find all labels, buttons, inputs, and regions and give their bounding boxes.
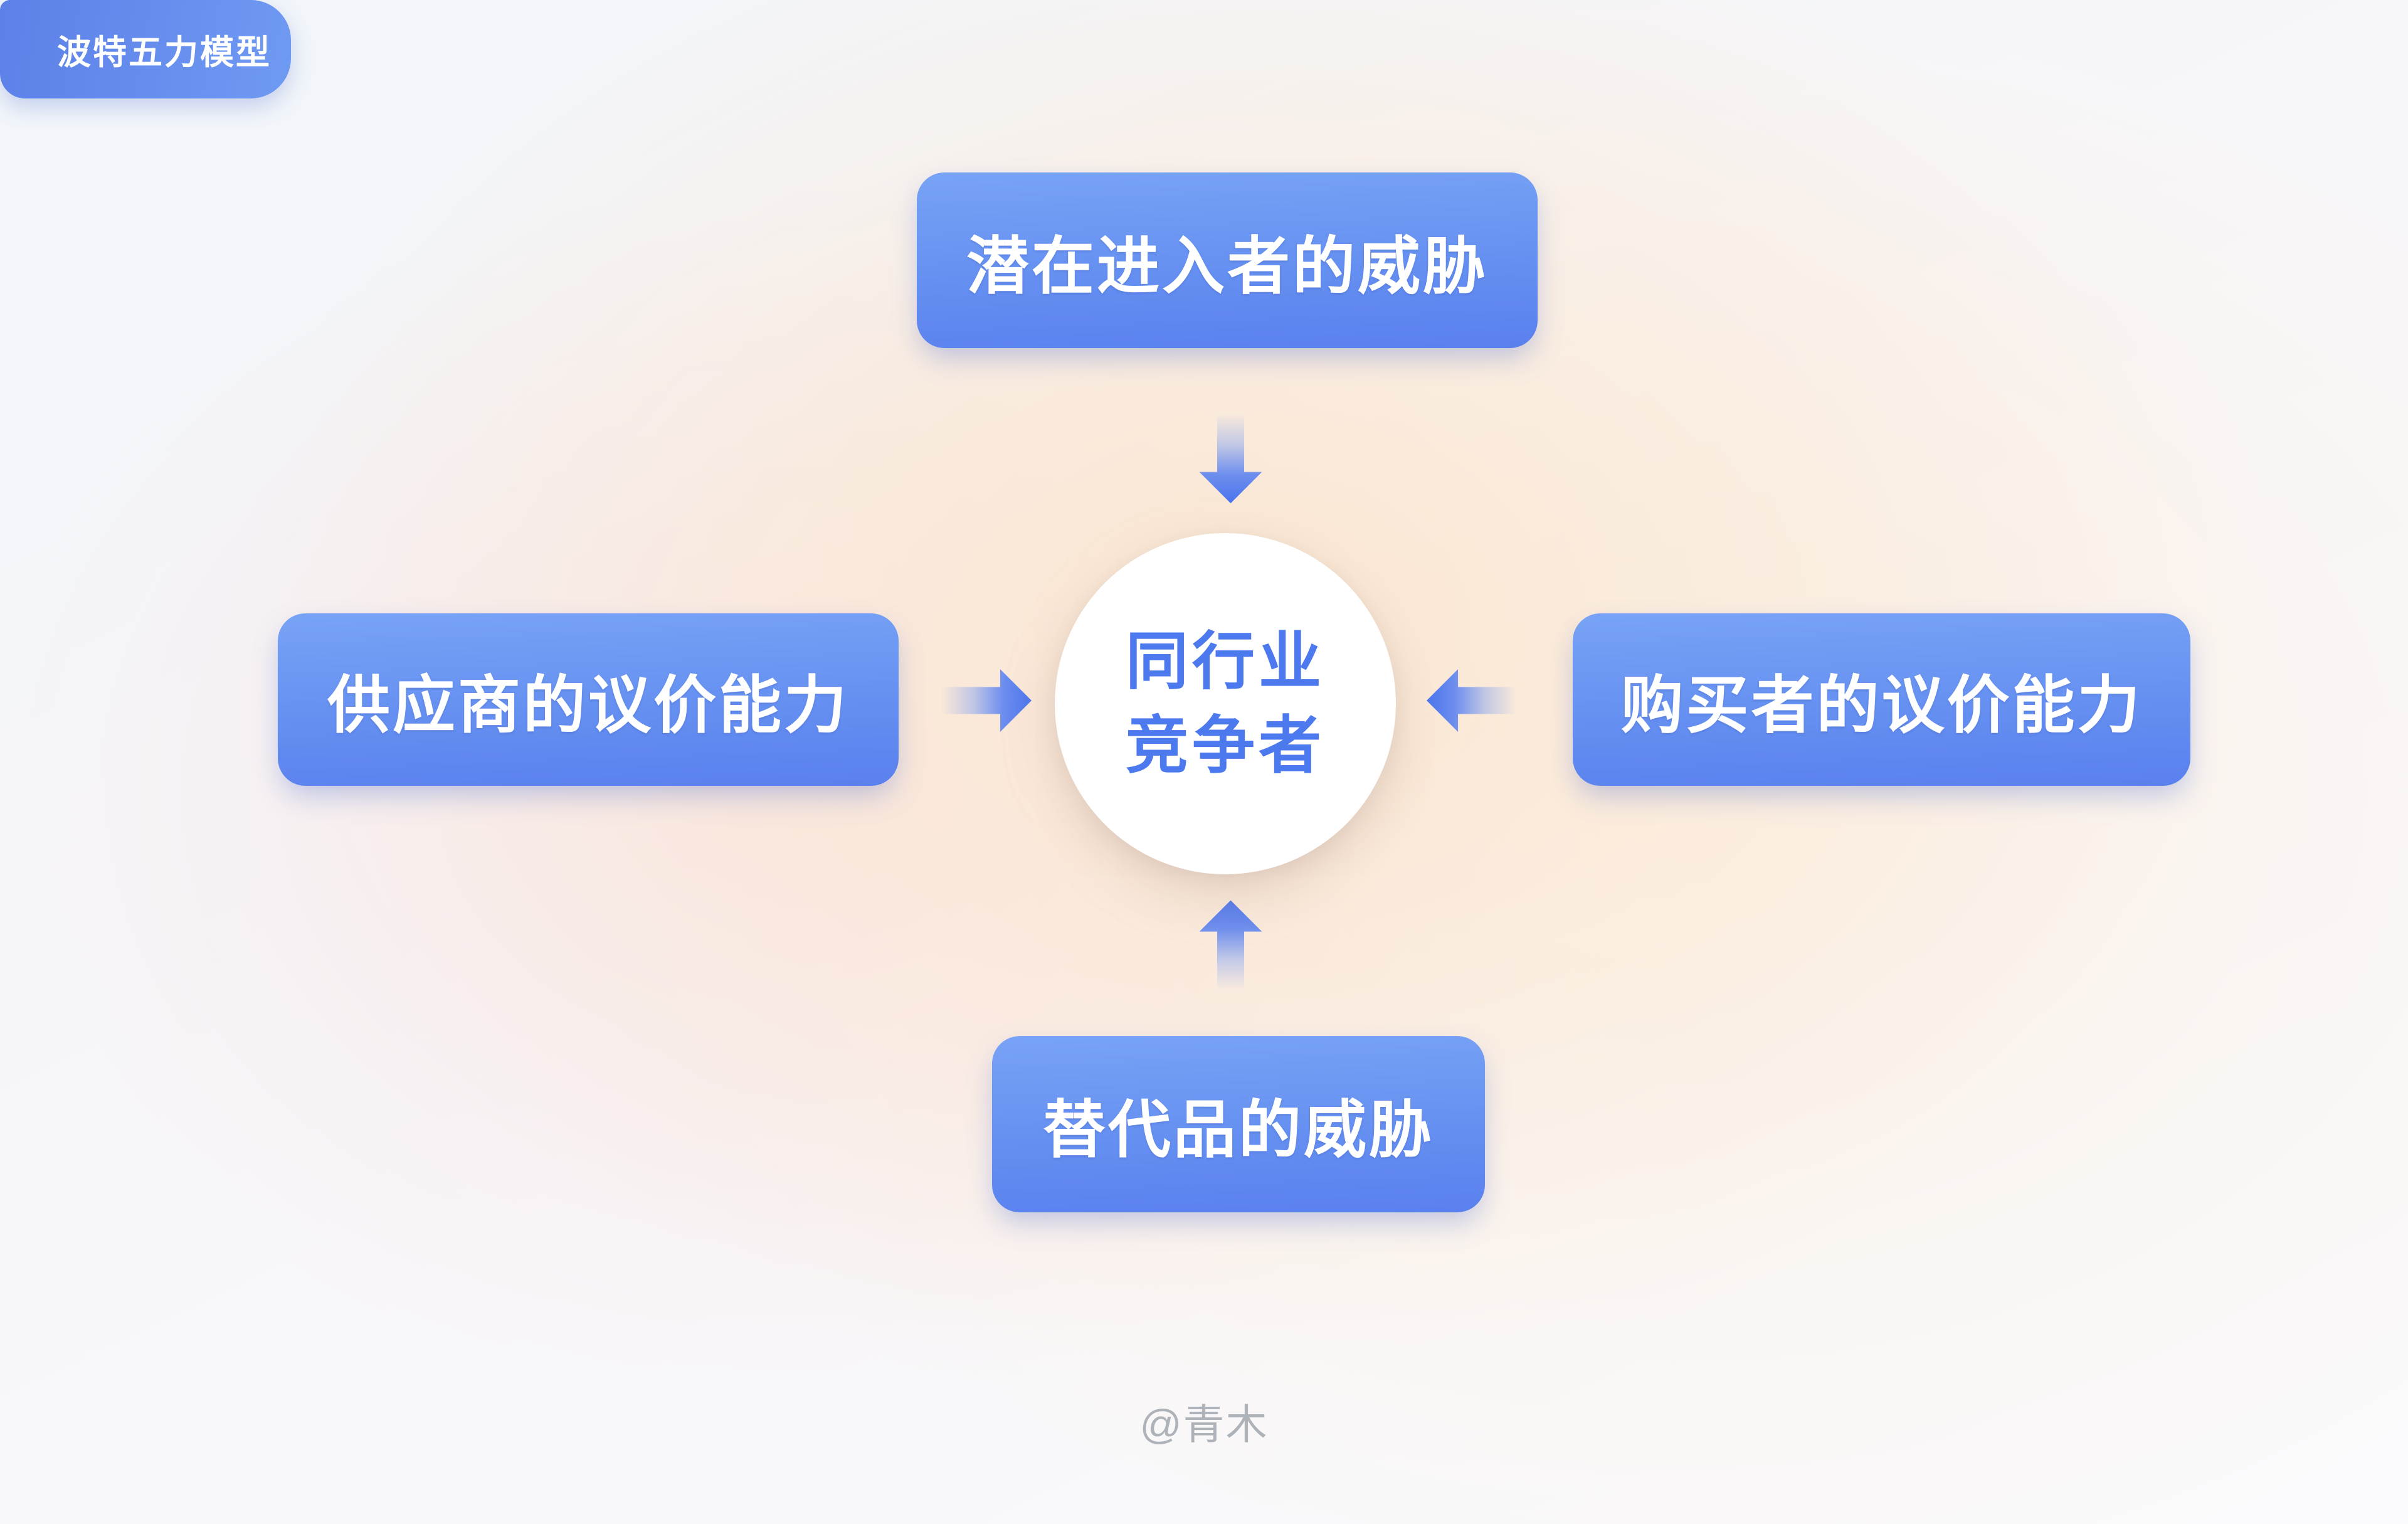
- force-label-potential-entrants: 潜在进入者的威胁: [966, 231, 1488, 302]
- force-label-supplier-power: 供应商的议价能力: [327, 670, 849, 741]
- center-circle-line2: 竞争者: [1126, 711, 1325, 781]
- force-box-supplier-power: 供应商的议价能力: [278, 613, 899, 786]
- center-circle-industry-rivals: 同行业 竞争者: [1055, 533, 1396, 874]
- force-box-potential-entrants: 潜在进入者的威胁: [917, 172, 1538, 348]
- center-circle-line1: 同行业: [1126, 627, 1325, 697]
- title-badge: 波特五力模型: [0, 0, 291, 98]
- arrow-down-icon: [1200, 414, 1262, 504]
- author-watermark: @青木: [1139, 1401, 1269, 1447]
- force-label-buyer-power: 购买者的议价能力: [1620, 670, 2143, 741]
- title-badge-label: 波特五力模型: [57, 34, 272, 71]
- force-box-buyer-power: 购买者的议价能力: [1573, 613, 2190, 786]
- force-label-substitutes: 替代品的威胁: [1043, 1095, 1434, 1165]
- arrow-left-icon: [1427, 669, 1516, 732]
- force-box-substitutes: 替代品的威胁: [992, 1036, 1485, 1212]
- arrow-right-icon: [942, 669, 1032, 732]
- arrow-up-icon: [1200, 901, 1262, 990]
